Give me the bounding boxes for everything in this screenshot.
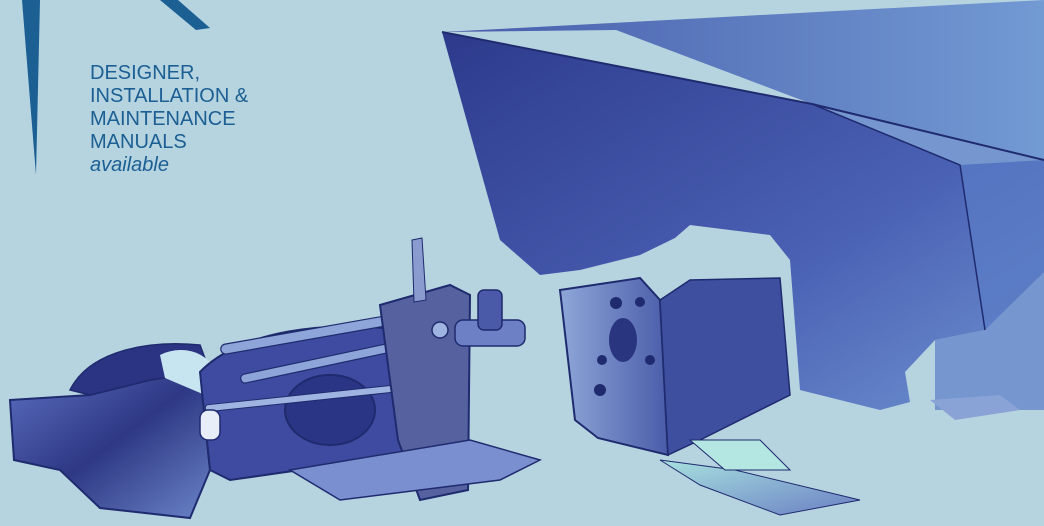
manuals-caption: DESIGNER, INSTALLATION & MAINTENANCE MAN… [90,62,248,177]
boat-hull [441,0,1044,420]
caption-line-4: MANUALS [90,131,187,153]
caption-line-3: MAINTENANCE [90,108,236,130]
caption-subtitle: available [90,154,169,176]
caption-line-1: DESIGNER, [90,62,201,84]
logo-star-icon [22,0,210,175]
caption-line-2: INSTALLATION & [90,85,249,107]
transom-bracket [558,276,861,516]
waterjet-assembly [8,237,543,520]
